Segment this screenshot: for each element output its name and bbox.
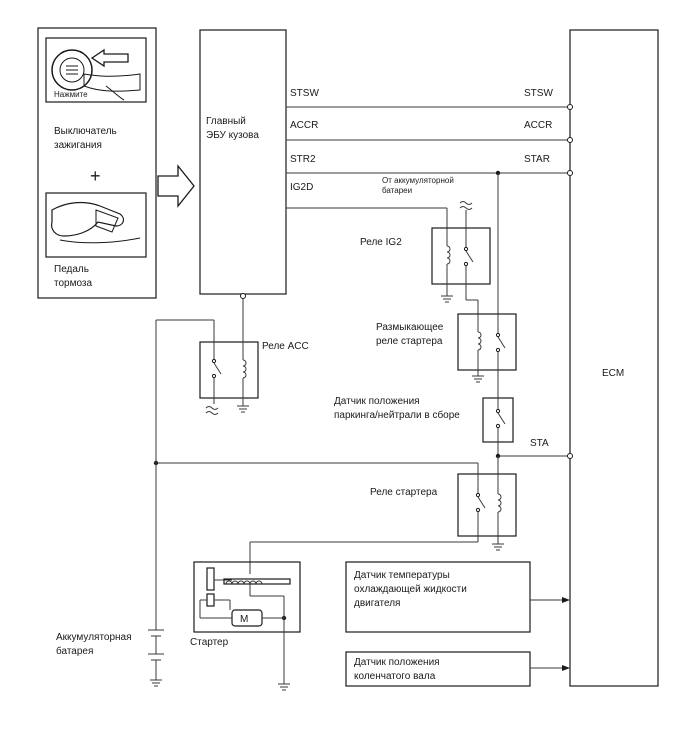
battery-note-2: батареи [382, 186, 412, 195]
starter-solenoid-icon [206, 567, 291, 610]
ground-icon [237, 405, 249, 413]
acc-relay-contact-icon [211, 342, 222, 404]
starter-relay-contact-icon [475, 474, 486, 536]
input-arrow-icon [157, 164, 195, 208]
pn-switch-label-2: паркинга/нейтрали в сборе [334, 409, 460, 421]
ecm-pin-star: STAR [524, 154, 550, 165]
accr-line [286, 137, 573, 143]
ig2-relay-contact-icon [463, 228, 474, 284]
crank-signal-line [530, 665, 570, 671]
crank-sensor-label-1: Датчик положения [354, 657, 440, 668]
starter-box [193, 561, 301, 633]
ig2-relay-coil-icon [446, 228, 451, 284]
cutoff-relay-label-1: Размыкающее [376, 322, 444, 333]
body-ecu-title-1: Главный [206, 116, 246, 127]
crank-sensor-label-2: коленчатого вала [354, 671, 436, 682]
ecm-pin-sta: STA [530, 438, 549, 449]
push-arrow-icon [90, 48, 129, 68]
ignition-switch-label-1: Выключатель [54, 126, 117, 137]
ground-icon [278, 683, 290, 691]
ecm-box [569, 29, 659, 687]
body-ecu-title-2: ЭБУ кузова [206, 130, 259, 141]
coolant-sensor-label-2: охлаждающей жидкости [354, 584, 467, 595]
cutoff-relay-label-2: реле стартера [376, 336, 443, 347]
coolant-sensor-box [345, 561, 531, 633]
motor-label: M [240, 614, 248, 625]
sta-line [495, 453, 573, 459]
starter-relay-label: Реле стартера [370, 487, 438, 498]
battery-label-1: Аккумуляторная [56, 632, 132, 643]
starter-relay-box [457, 473, 517, 537]
ground-icon [492, 543, 504, 551]
brake-pedal-label-1: Педаль [54, 264, 89, 275]
body-ecu-box [199, 29, 287, 295]
ecm-pin-stsw: STSW [524, 88, 553, 99]
coolant-sensor-label-3: двигателя [354, 598, 400, 609]
ignition-switch-image [45, 37, 147, 103]
press-label: Нажмите [54, 90, 88, 99]
ground-icon [441, 295, 453, 303]
body-ecu-pin-accr: ACCR [290, 120, 318, 131]
plus-sign: + [90, 166, 101, 186]
coolant-signal-line [530, 597, 570, 603]
starter-relay-coil-icon [497, 474, 502, 544]
motor-icon: M [231, 609, 263, 627]
stsw-line [286, 104, 573, 110]
ground-icon [150, 679, 162, 687]
brake-pedal-label-2: тормоза [54, 278, 93, 289]
cutoff-relay-contact-icon [495, 314, 506, 398]
pn-switch-contact-icon [495, 398, 506, 442]
body-ecu-pin-stsw: STSW [290, 88, 319, 99]
battery-note-1: От аккумуляторной [382, 176, 454, 185]
ecm-title: ECM [602, 368, 624, 379]
ig2-relay-box [431, 227, 491, 285]
pn-switch-label-1: Датчик положения [334, 396, 420, 407]
battery-symbol-icon [148, 629, 164, 680]
battery-feed-icon [459, 201, 473, 210]
brake-pedal-image [45, 192, 147, 258]
ecm-pin-accr: ACCR [524, 120, 552, 131]
acc-relay-label: Реле ACC [262, 341, 309, 352]
ignition-switch-label-2: зажигания [54, 140, 102, 151]
ig2-relay-label: Реле IG2 [360, 237, 402, 248]
str2-star-line [286, 170, 573, 176]
coolant-sensor-label-1: Датчик температуры [354, 570, 450, 581]
battery-label-2: батарея [56, 645, 93, 657]
starter-label: Стартер [190, 637, 229, 648]
cutoff-relay-box [457, 313, 517, 371]
body-ecu-pin-ig2d: IG2D [290, 182, 313, 193]
body-ecu-pin-str2: STR2 [290, 154, 316, 165]
crank-sensor-box [345, 651, 531, 687]
acc-relay-box [199, 341, 259, 399]
acc-relay-coil-icon [242, 342, 247, 406]
cutoff-relay-coil-icon [477, 314, 482, 376]
ground-icon [472, 375, 484, 383]
battery-feed-icon [205, 406, 219, 415]
switch-panel-frame [37, 27, 157, 299]
